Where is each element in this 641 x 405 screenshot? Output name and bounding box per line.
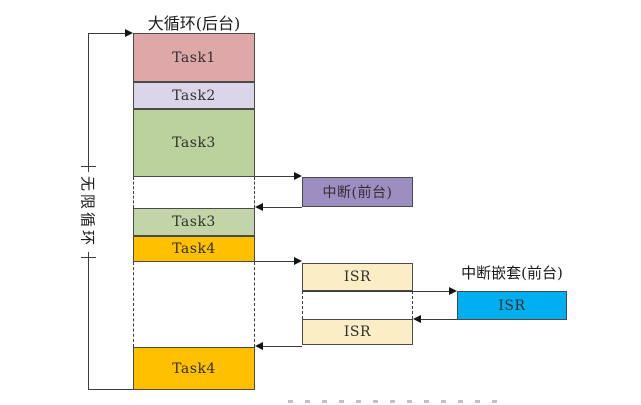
task3-label: Task3 (172, 135, 216, 151)
task-gap1-dashed-left (133, 177, 134, 208)
task-gap2-dashed-right (254, 262, 255, 347)
background-loop-title: 大循环(后台) (147, 14, 241, 33)
task1-label: Task1 (172, 49, 216, 66)
task4-box-resumed: Task4 (133, 347, 255, 390)
task4-label: Task4 (172, 241, 216, 257)
infinite-loop-label: 无限循环 (77, 171, 99, 253)
task3-resumed-label: Task3 (172, 214, 216, 230)
interrupt-foreground-box: 中断(前台) (302, 177, 413, 207)
task2-label: Task2 (172, 87, 216, 104)
task1-box: Task1 (133, 33, 255, 82)
arrow-isr-return-head-icon (255, 342, 263, 350)
loop-lower-tick (81, 257, 96, 258)
isr-first-label: ISR (343, 269, 372, 285)
loop-bottom-line (88, 389, 133, 390)
task-gap1-dashed-right (254, 177, 255, 208)
task4-box-first: Task4 (133, 236, 255, 262)
arrow-isr-to-nested-head-icon (449, 287, 457, 295)
task2-box: Task2 (133, 82, 255, 109)
loop-top-line (88, 33, 126, 34)
isr-nested-label: ISR (498, 297, 526, 314)
arrow-isr-return-line (263, 346, 302, 347)
task-gap2-dashed-left (133, 262, 134, 347)
arrow-nested-return-head-icon (413, 315, 421, 323)
cropped-caption-fragment (288, 400, 502, 403)
arrow-task3-to-interrupt-line (255, 176, 295, 177)
isr-gap-dashed-right (412, 291, 413, 319)
loop-entry-arrowhead-icon (125, 29, 133, 37)
task3-box-first: Task3 (133, 109, 255, 177)
nested-interrupt-title: 中断嵌套(前台) (461, 264, 563, 282)
arrow-interrupt-return-line (263, 207, 302, 208)
task4-resumed-label: Task4 (172, 360, 216, 377)
isr-nested-box: ISR (457, 291, 567, 320)
isr-box-resumed: ISR (302, 319, 413, 345)
arrow-task4-to-isr-line (255, 261, 295, 262)
arrow-interrupt-return-head-icon (255, 203, 263, 211)
arrow-task4-to-isr-head-icon (294, 257, 302, 265)
arrow-isr-to-nested-line (302, 291, 450, 292)
interrupt-foreground-label: 中断(前台) (322, 185, 393, 201)
task3-box-resumed: Task3 (133, 208, 255, 236)
arrow-task3-to-interrupt-head-icon (294, 172, 302, 180)
isr-box-first: ISR (302, 263, 413, 291)
arrow-nested-return-line (421, 319, 457, 320)
isr-resumed-label: ISR (343, 324, 372, 340)
loop-upper-tick (81, 166, 96, 167)
isr-gap-dashed-left (302, 291, 303, 319)
